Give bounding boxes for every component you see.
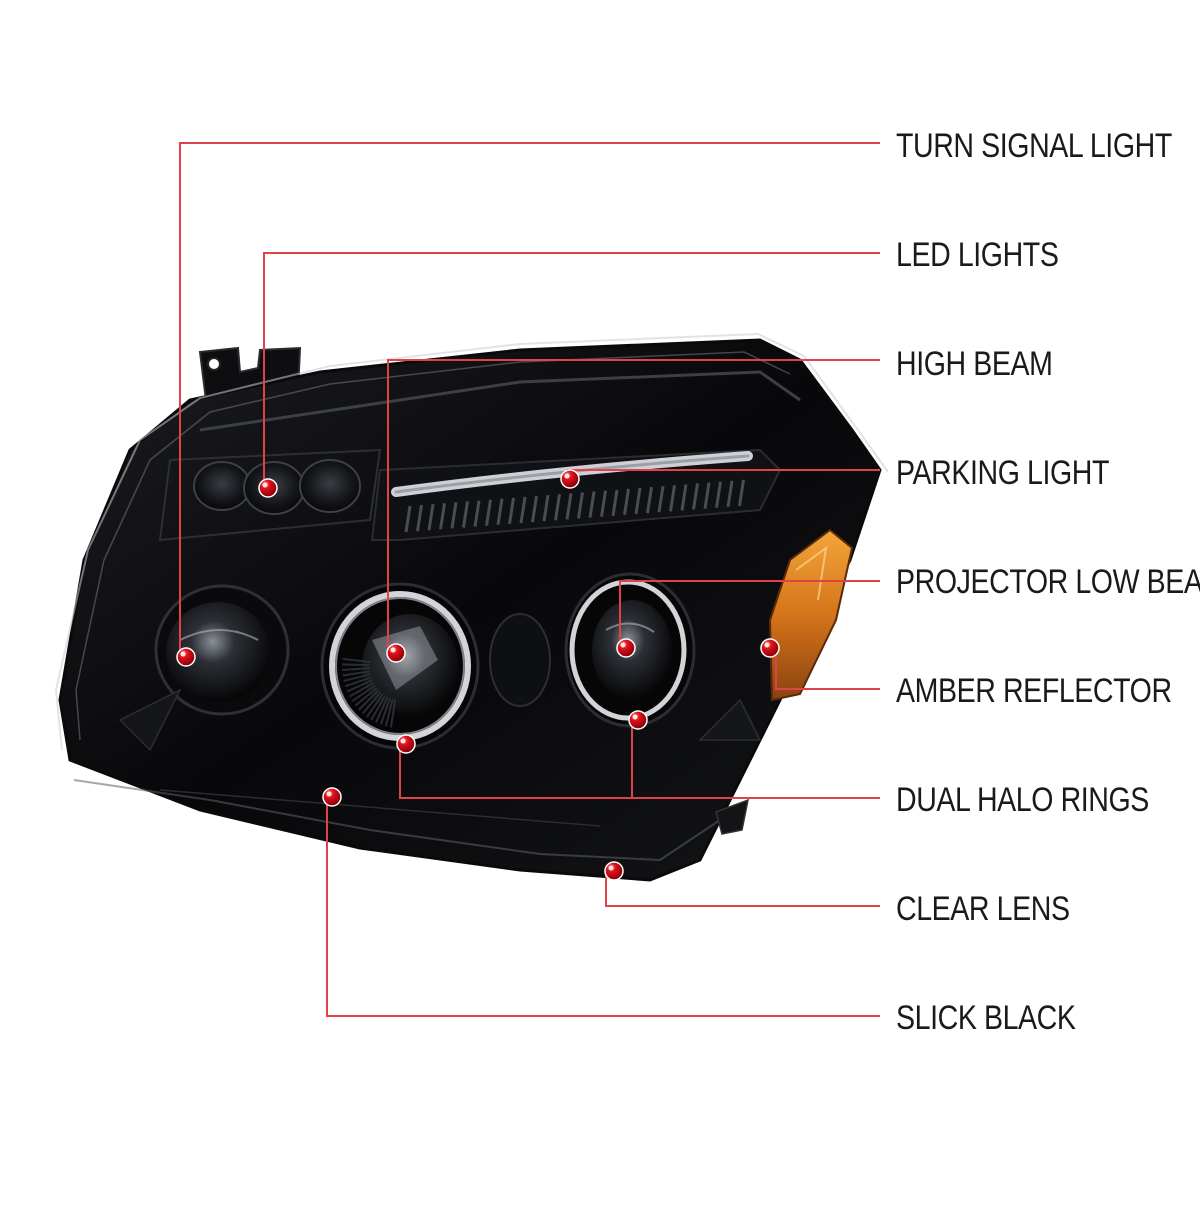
leader-line-high-beam	[387, 359, 880, 652]
callout-slick-black	[322, 787, 880, 1017]
marker-dot-dual-halo-rings	[396, 734, 416, 754]
callout-label-turn-signal-light: TURN SIGNAL LIGHT	[896, 127, 1172, 165]
marker-dot-parking-light	[560, 469, 580, 489]
turn-signal-projector	[154, 584, 290, 716]
marker-highlight-slick-black	[326, 791, 332, 797]
amber-reflector-shape	[768, 528, 854, 702]
leader-line-turn-signal-light	[179, 142, 880, 656]
high-beam-projector	[320, 582, 480, 750]
callout-label-high-beam: HIGH BEAM	[896, 345, 1053, 383]
marker-dot-dual-halo-rings	[628, 710, 648, 730]
marker-highlight-high-beam	[390, 647, 396, 653]
leader-line-projector-low-beam	[619, 580, 880, 647]
callout-label-slick-black: SLICK BLACK	[896, 999, 1076, 1037]
marker-highlight-dual-halo-rings	[400, 738, 406, 744]
marker-highlight-amber-reflector	[764, 642, 770, 648]
callout-led-lights	[258, 252, 880, 498]
leader-line-dual-halo-rings	[399, 744, 880, 799]
marker-dot-projector-low-beam	[616, 638, 636, 658]
callout-label-projector-low-beam: PROJECTOR LOW BEAM	[896, 563, 1200, 601]
callout-projector-low-beam	[616, 580, 880, 658]
callout-high-beam	[386, 359, 880, 663]
marker-dot-led-lights	[258, 478, 278, 498]
marker-highlight-projector-low-beam	[620, 642, 626, 648]
callout-parking-light	[560, 469, 880, 489]
callout-leaders	[176, 142, 880, 1017]
marker-dot-clear-lens	[604, 861, 624, 881]
marker-highlight-turn-signal-light	[180, 651, 186, 657]
callout-label-dual-halo-rings: DUAL HALO RINGS	[896, 781, 1149, 819]
marker-dot-high-beam	[386, 643, 406, 663]
callout-amber-reflector	[760, 638, 880, 690]
callout-label-parking-light: PARKING LIGHT	[896, 454, 1110, 492]
callout-label-clear-lens: CLEAR LENS	[896, 890, 1070, 928]
callout-dual-halo-rings	[396, 710, 880, 799]
callout-label-amber-reflector: AMBER REFLECTOR	[896, 672, 1172, 710]
marker-highlight-clear-lens	[608, 865, 614, 871]
callout-label-led-lights: LED LIGHTS	[896, 236, 1059, 274]
marker-highlight-led-lights	[262, 482, 268, 488]
callout-turn-signal-light	[176, 142, 880, 667]
marker-highlight-dual-halo-rings	[632, 714, 638, 720]
leader-line-led-lights	[263, 252, 880, 487]
marker-dot-amber-reflector	[760, 638, 780, 658]
led-lights-cluster	[158, 448, 382, 542]
leader-line-slick-black	[326, 796, 880, 1017]
leader-line-clear-lens	[605, 870, 880, 907]
housing-details	[118, 613, 762, 827]
callout-clear-lens	[604, 861, 880, 907]
marker-highlight-parking-light	[564, 473, 570, 479]
marker-dot-turn-signal-light	[176, 647, 196, 667]
marker-dot-slick-black	[322, 787, 342, 807]
